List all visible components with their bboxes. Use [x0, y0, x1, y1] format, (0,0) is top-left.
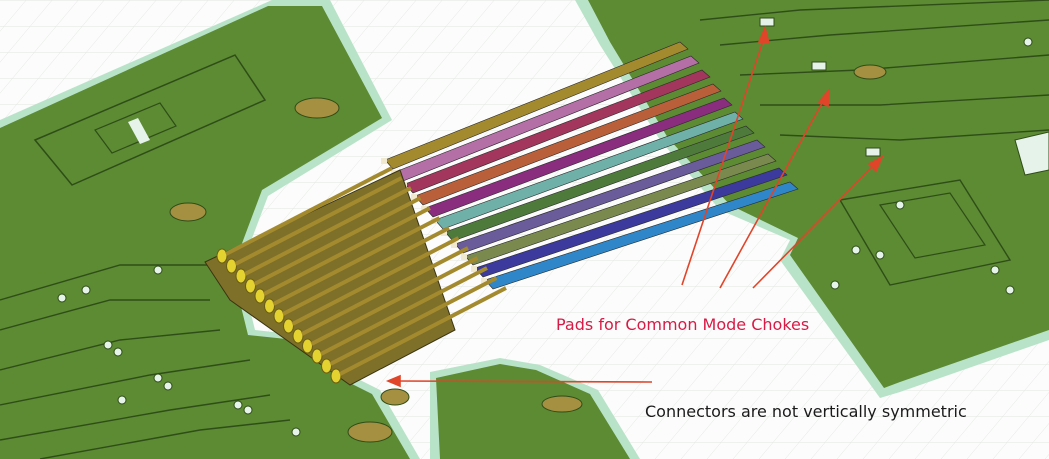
- arrow-pad-1: [681, 34, 766, 286]
- connector-pin: [330, 368, 342, 384]
- connector-lead: [253, 196, 422, 286]
- connector-pin: [264, 298, 275, 314]
- left-pcb-board: [0, 0, 420, 459]
- flex-cable-strip: [384, 41, 689, 170]
- connector-pin: [311, 348, 323, 364]
- cable-end-tab: [471, 266, 477, 272]
- connector-lead: [301, 246, 469, 336]
- connector-lead: [310, 256, 479, 346]
- arrow-pad-2: [719, 95, 827, 289]
- cable-end-tab: [411, 194, 417, 200]
- arrow-head-2: [817, 87, 830, 108]
- connector-pin: [292, 328, 304, 344]
- connector-pin: [321, 358, 332, 374]
- pads-annotation: Pads for Common Mode Chokes: [556, 315, 810, 334]
- arrow-head-3: [867, 155, 884, 173]
- flex-cable-strip: [434, 111, 744, 230]
- flex-cable-strip: [414, 83, 722, 206]
- connector-pin: [254, 288, 266, 304]
- cable-end-tab: [441, 230, 447, 236]
- connector-lead: [339, 286, 507, 376]
- connector-lead: [225, 166, 393, 256]
- annotation-arrows: [385, 25, 884, 388]
- cable-end-tab: [451, 242, 457, 248]
- flex-cable-strip: [424, 97, 733, 218]
- connector-lead: [263, 206, 431, 296]
- arrow-pad-3: [752, 161, 878, 289]
- connector-lead: [272, 216, 441, 306]
- connector-annotation: Connectors are not vertically symmetric: [645, 402, 967, 421]
- connector-lead: [282, 226, 450, 316]
- connector-pin: [216, 248, 228, 264]
- arrow-connector: [395, 380, 653, 383]
- arrow-head-1: [757, 25, 771, 44]
- bottom-pcb-board: [347, 358, 640, 459]
- flex-cable-strip: [484, 181, 799, 290]
- connector-pin: [245, 278, 256, 294]
- connector-pin: [226, 258, 237, 274]
- arrow-head-connector: [385, 374, 401, 388]
- flex-cable-strip: [444, 125, 755, 242]
- cable-end-tab: [381, 158, 387, 164]
- connector-block: [204, 166, 507, 386]
- connector-pin: [302, 338, 313, 354]
- connector-lead: [291, 236, 460, 326]
- connector-pin-row: [216, 166, 507, 384]
- cable-end-tab: [461, 254, 467, 260]
- connector-pin: [235, 268, 247, 284]
- flex-cable-bundle: [381, 41, 799, 290]
- connector-pin: [283, 318, 294, 334]
- cable-end-tab: [481, 278, 487, 284]
- flex-cable-strip: [474, 167, 788, 278]
- connector-lead: [234, 176, 403, 266]
- connector-pin: [273, 308, 285, 324]
- connector-lead: [244, 186, 412, 276]
- connector-lead: [329, 276, 498, 366]
- connector-lead: [320, 266, 488, 356]
